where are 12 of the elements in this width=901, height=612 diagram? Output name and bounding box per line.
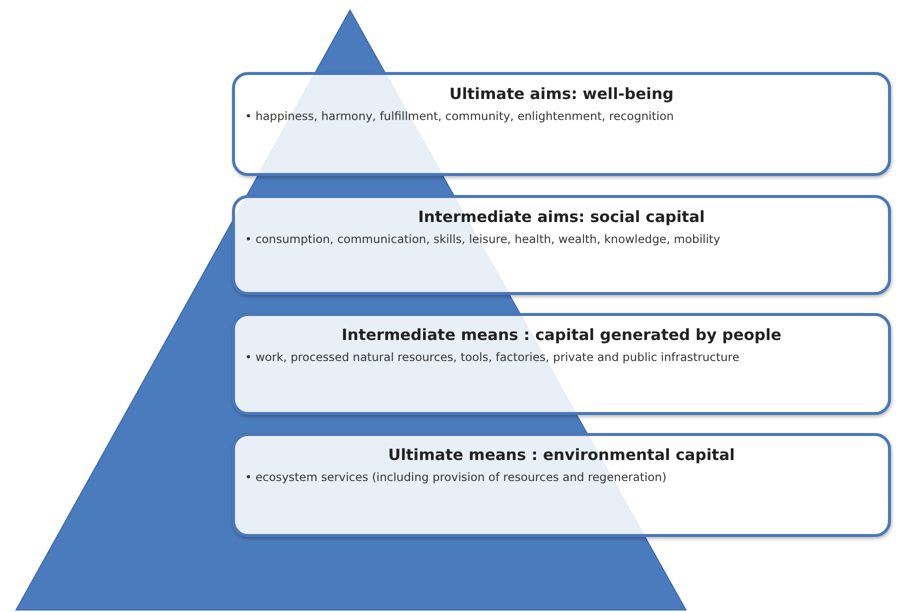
bullet-item: • ecosystem services (including provision of resources and regeneration): [245, 470, 666, 484]
bullet-item: • consumption, communication, skills, leisure, health, wealth, knowledge, mobility: [245, 232, 720, 246]
tier-heading: Ultimate means : environmental capital: [388, 446, 735, 464]
tier-box: [232, 195, 891, 295]
bullet-item: • work, processed natural resources, tools, factories, private and public infrastructure: [245, 350, 740, 364]
bullet-item: • happiness, harmony, fulfillment, community, enlightenment, recognition: [245, 109, 674, 123]
tier-heading: Ultimate aims: well-being: [449, 85, 674, 103]
tier-box: [232, 72, 891, 176]
tier-heading: Intermediate aims: social capital: [418, 208, 705, 226]
tier-heading: Intermediate means : capital generated by people: [342, 326, 782, 344]
tier-box: [232, 433, 891, 537]
tier-box: [232, 313, 891, 415]
